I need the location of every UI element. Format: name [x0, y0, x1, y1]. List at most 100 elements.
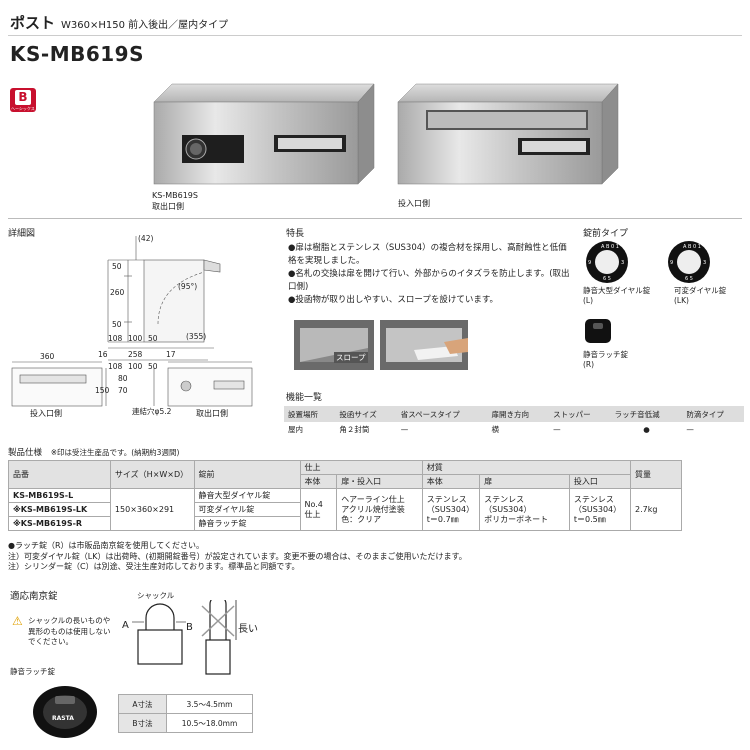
dim-hole: 連結穴φ5.2	[132, 407, 172, 416]
note-item: ●ラッチ錠（R）は市販品南京錠を使用してください。	[8, 541, 205, 550]
dim-16: 16	[98, 350, 108, 359]
specs-mat-body-line: t＝0.7㎜	[426, 514, 459, 524]
svg-text:9: 9	[588, 260, 591, 266]
svg-text:A B 0 1: A B 0 1	[601, 244, 619, 250]
functions-value: —	[686, 425, 694, 434]
svg-text:A B 0 1: A B 0 1	[683, 244, 701, 250]
functions-value: 屋内	[288, 425, 303, 434]
specs-weight: 2.7kg	[629, 488, 683, 531]
lock-latch-code: (R)	[583, 360, 595, 369]
functions-header: 設置場所	[284, 406, 336, 422]
functions-header: 防滴タイプ	[682, 406, 744, 422]
specs-finish-door-line: アクリル焼付塗装	[341, 504, 405, 514]
specs-mat-inlet-line: t＝0.5㎜	[573, 514, 606, 524]
dim-95deg: (95°)	[178, 282, 198, 291]
dim-50a: 50	[112, 262, 122, 271]
brand-logo: B ヘーシックス	[10, 88, 36, 112]
dim-50c: 50	[148, 334, 158, 343]
locks-title: 錠前タイプ	[583, 229, 629, 239]
svg-text:6 5: 6 5	[603, 276, 611, 282]
dim-50b: 50	[112, 320, 122, 329]
padlock-dim-value: 3.5～4.5mm	[166, 694, 253, 714]
padlock-warning: シャックルの長いものや異形のものは使用しないでください。	[28, 616, 111, 646]
specs-size: 150×360×291	[109, 488, 195, 531]
specs-finish-door-line: 色：クリア	[341, 514, 382, 524]
note-item: 注）シリンダー錠（C）は別途、受注生産対応しております。標準品と同額です。	[8, 562, 300, 571]
specs-finish-door-line: ヘアーライン仕上	[341, 494, 405, 504]
specs-row: KS-MB619S-L 150×360×291 静音大型ダイヤル錠 No.4 仕…	[8, 488, 683, 531]
dim-80: 80	[118, 374, 128, 383]
specs-table: 品番 サイズ（H×W×D） 錠前 仕上 材質 質量 本体 扉・投入口 本体 扉 …	[8, 460, 683, 531]
svg-text:3: 3	[703, 260, 706, 266]
padlock-diagram	[132, 600, 237, 675]
features-list: ●扉は樹脂とステンレス（SUS304）の複合材を採用し、高耐蝕性と低価格を実現し…	[288, 242, 573, 307]
specs-h-lock: 錠前	[193, 460, 301, 489]
specs-row: ※KS-MB619S-R 静音ラッチ錠	[8, 516, 682, 531]
specs-mat-inlet-line: （SUS304）	[573, 504, 622, 514]
product-photo-takeout-side	[153, 83, 375, 185]
lock-variable-dial-name: 可変ダイヤル錠	[674, 286, 727, 295]
functions-value: ●	[643, 425, 650, 434]
specs-mat-door-line: ポリカーボネート	[484, 514, 549, 524]
dim-70: 70	[118, 386, 128, 395]
padlock-dim-row: A寸法 3.5～4.5mm	[118, 694, 253, 714]
svg-text:6 5: 6 5	[685, 276, 693, 282]
functions-value: —	[553, 425, 561, 434]
specs-mat-body-line: （SUS304）	[426, 504, 475, 514]
feature-item: ●名札の交換は扉を開けて行い、外部からのイタズラを防止します。(取出口側)	[288, 269, 570, 292]
specs-h-body: 本体	[299, 474, 338, 489]
functions-value-row: 屋内 角２封筒 — 横 — ● —	[284, 422, 744, 437]
slope-label: スロープ	[334, 352, 368, 363]
specs-mat-body: ステンレス （SUS304） t＝0.7㎜	[421, 488, 481, 531]
functions-header: 省スペースタイプ	[396, 406, 488, 422]
functions-header: ラッチ音低減	[610, 406, 683, 422]
dim-a-label: A	[122, 620, 129, 631]
latch-brand: RASTA	[52, 715, 74, 722]
drawing-label-back: 取出口側	[196, 409, 228, 418]
specs-lock: 静音大型ダイヤル錠	[193, 488, 301, 503]
specs-h-size: サイズ（H×W×D）	[109, 460, 195, 489]
padlock-dim-value: 10.5～18.0mm	[166, 713, 253, 733]
padlock-title: 適応南京錠	[10, 591, 58, 602]
specs-mat-inlet-line: ステンレス	[573, 494, 614, 504]
svg-text:3: 3	[621, 260, 624, 266]
lock-large-dial-code: (L)	[583, 296, 594, 305]
functions-value: 横	[491, 425, 500, 434]
photo-caption-model: KS-MB619S	[152, 191, 198, 200]
note-item: 注）可変ダイヤル錠（LK）は出荷時、(初期開錠番号）が設定されています。変更不要…	[8, 551, 467, 561]
specs-h-material: 材質	[421, 460, 631, 475]
functions-table: 設置場所 投函サイズ 省スペースタイプ 扉開き方向 ストッパー ラッチ音低減 防…	[284, 406, 744, 437]
lock-variable-dial-code: (LK)	[674, 296, 689, 305]
lock-variable-dial: 可変ダイヤル錠 (LK)	[674, 286, 726, 306]
feature-item: ●投函物が取り出しやすい、スロープを設けています。	[288, 295, 498, 305]
feature-item: ●扉は樹脂とステンレス（SUS304）の複合材を採用し、高耐蝕性と低価格を実現し…	[288, 243, 567, 266]
specs-mat-door-line: （SUS304）	[484, 504, 532, 514]
specs-row: ※KS-MB619S-LK 可変ダイヤル錠	[8, 502, 682, 517]
functions-header-row: 設置場所 投函サイズ 省スペースタイプ 扉開き方向 ストッパー ラッチ音低減 防…	[284, 406, 744, 422]
specs-lock: 可変ダイヤル錠	[193, 502, 301, 517]
functions-header: ストッパー	[549, 406, 611, 422]
specs-h-finish: 仕上	[299, 460, 423, 475]
dim-100a: 100	[128, 334, 143, 343]
functions-header: 扉開き方向	[487, 406, 550, 422]
specs-h-door-in: 扉・投入口	[336, 474, 423, 489]
section-divider	[8, 218, 742, 219]
specs-h-mbody: 本体	[421, 474, 481, 489]
specs-title: 製品仕様	[8, 448, 43, 458]
header-divider	[8, 35, 742, 36]
lock-latch: 静音ラッチ錠 (R)	[583, 350, 628, 370]
specs-part: KS-MB619S-L	[8, 488, 111, 503]
specs-mat-inlet: ステンレス （SUS304） t＝0.5㎜	[568, 488, 631, 531]
specs-h-inlet: 投入口	[568, 474, 631, 489]
dim-b-label: B	[186, 622, 193, 633]
specs-heading: 製品仕様 ※印は受注生産品です。(納期約3週間)	[8, 446, 179, 458]
functions-header: 投函サイズ	[335, 406, 397, 422]
category-label: ポスト	[10, 14, 56, 32]
dim-258: 258	[128, 350, 143, 359]
latch-lock-label: 静音ラッチ錠	[10, 667, 55, 676]
slope-photos	[294, 320, 468, 370]
functions-value: —	[400, 425, 409, 434]
photo-caption-side: 取出口側	[152, 202, 184, 211]
functions-title: 機能一覧	[286, 393, 323, 403]
